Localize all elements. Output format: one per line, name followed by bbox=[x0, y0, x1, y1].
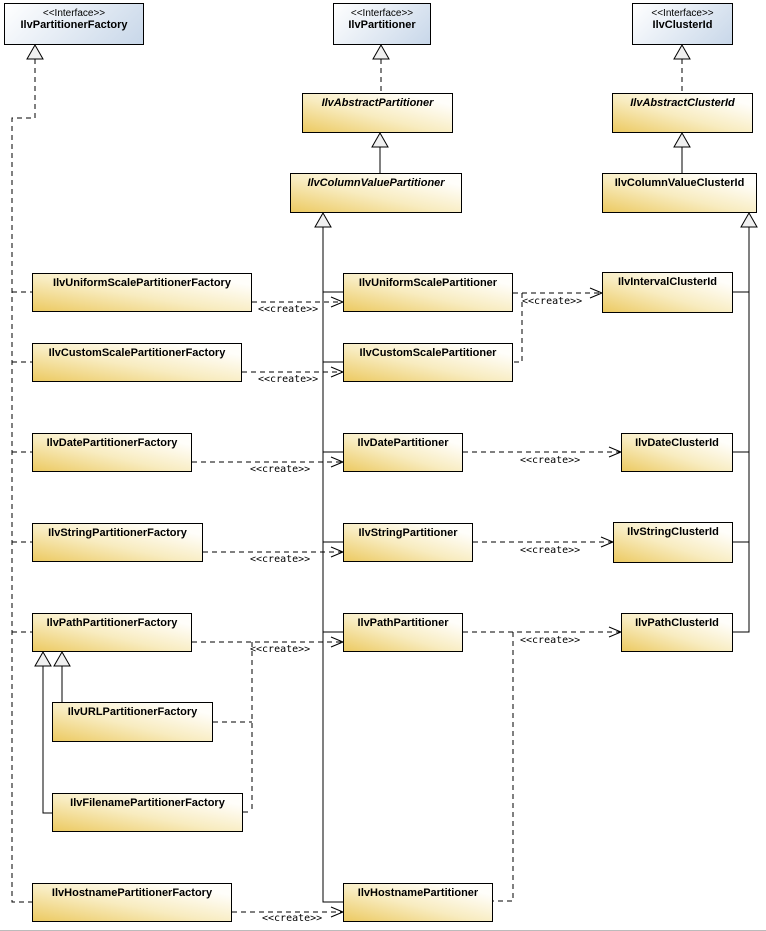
class-ilv-date-clusterid: IlvDateClusterId bbox=[621, 433, 733, 472]
realization-abstract-clusterid-edge bbox=[673, 43, 691, 93]
class-ilv-path-partitioner: IlvPathPartitioner bbox=[343, 613, 463, 652]
class-name: IlvColumnValuePartitioner bbox=[307, 177, 445, 189]
class-name: IlvColumnValueClusterId bbox=[614, 177, 745, 189]
class-ilv-path-clusterid: IlvPathClusterId bbox=[621, 613, 733, 652]
generalization-column-value-partitioner-edge bbox=[371, 131, 389, 173]
class-name: IlvStringPartitionerFactory bbox=[48, 527, 187, 539]
create-factory-edges bbox=[192, 301, 343, 913]
class-name: IlvUniformScalePartitionerFactory bbox=[53, 277, 231, 289]
create-factory-arrowheads bbox=[330, 296, 345, 918]
class-name: IlvCustomScalePartitionerFactory bbox=[48, 347, 226, 359]
realization-abstract-partitioner-edge bbox=[372, 43, 390, 93]
generalization-partitioners-trunk-edge bbox=[314, 211, 343, 903]
class-ilv-date-partitioner-factory: IlvDatePartitionerFactory bbox=[32, 433, 192, 472]
class-ilv-custom-scale-partitioner-factory: IlvCustomScalePartitionerFactory bbox=[32, 343, 242, 382]
class-ilv-custom-scale-partitioner: IlvCustomScalePartitioner bbox=[343, 343, 513, 382]
class-ilv-column-value-partitioner: IlvColumnValuePartitioner bbox=[290, 173, 462, 213]
class-ilv-string-clusterid: IlvStringClusterId bbox=[613, 522, 733, 563]
class-ilv-date-partitioner: IlvDatePartitioner bbox=[343, 433, 463, 472]
class-name: IlvURLPartitionerFactory bbox=[67, 706, 198, 718]
class-name: IlvPartitioner bbox=[348, 19, 416, 31]
class-name: IlvPartitionerFactory bbox=[20, 19, 128, 31]
class-ilv-string-partitioner: IlvStringPartitioner bbox=[343, 523, 473, 562]
class-name: IlvPathClusterId bbox=[635, 617, 719, 629]
create-label: <<create>> bbox=[522, 296, 583, 307]
class-name: IlvDatePartitioner bbox=[357, 437, 449, 449]
class-name: IlvDateClusterId bbox=[635, 437, 719, 449]
class-ilv-hostname-partitioner-factory: IlvHostnamePartitionerFactory bbox=[32, 883, 232, 922]
class-name: IlvIntervalClusterId bbox=[617, 276, 718, 288]
realization-factories-edge bbox=[11, 43, 44, 903]
class-name: IlvAbstractPartitioner bbox=[321, 97, 434, 109]
class-ilv-interval-clusterid: IlvIntervalClusterId bbox=[602, 272, 733, 313]
class-name: IlvHostnamePartitionerFactory bbox=[51, 887, 213, 899]
create-label: <<create>> bbox=[250, 464, 311, 475]
create-label: <<create>> bbox=[250, 644, 311, 655]
class-ilv-string-partitioner-factory: IlvStringPartitionerFactory bbox=[32, 523, 203, 562]
create-label: <<create>> bbox=[250, 554, 311, 565]
interface-ilv-partitioner: <<Interface>> IlvPartitioner bbox=[333, 3, 431, 45]
create-label: <<create>> bbox=[258, 304, 319, 315]
class-name: IlvStringPartitioner bbox=[358, 527, 458, 539]
class-name: IlvStringClusterId bbox=[627, 526, 719, 538]
create-label: <<create>> bbox=[520, 635, 581, 646]
class-name: IlvPathPartitionerFactory bbox=[46, 617, 178, 629]
class-name: IlvUniformScalePartitioner bbox=[358, 277, 498, 289]
class-name: IlvFilenamePartitionerFactory bbox=[70, 797, 225, 809]
create-clusterid-edges bbox=[463, 292, 621, 902]
class-name: IlvCustomScalePartitioner bbox=[359, 347, 497, 359]
interface-stereotype: <<Interface>> bbox=[651, 8, 714, 19]
class-name: IlvDatePartitionerFactory bbox=[46, 437, 178, 449]
class-ilv-filename-partitioner-factory: IlvFilenamePartitionerFactory bbox=[52, 793, 243, 832]
class-name: IlvClusterId bbox=[652, 19, 713, 31]
class-ilv-abstract-clusterid: IlvAbstractClusterId bbox=[612, 93, 753, 133]
create-clusterid-arrowheads bbox=[589, 287, 623, 638]
create-label: <<create>> bbox=[520, 455, 581, 466]
create-label: <<create>> bbox=[258, 374, 319, 385]
create-label: <<create>> bbox=[520, 545, 581, 556]
class-ilv-hostname-partitioner: IlvHostnamePartitioner bbox=[343, 883, 493, 922]
class-ilv-url-partitioner-factory: IlvURLPartitionerFactory bbox=[52, 702, 213, 742]
class-name: IlvHostnamePartitioner bbox=[357, 887, 479, 899]
class-ilv-path-partitioner-factory: IlvPathPartitionerFactory bbox=[32, 613, 192, 652]
generalization-url-factory-edge bbox=[53, 650, 71, 702]
interface-stereotype: <<Interface>> bbox=[42, 8, 106, 19]
generalization-clusterids-trunk-edge bbox=[733, 211, 758, 633]
class-ilv-abstract-partitioner: IlvAbstractPartitioner bbox=[302, 93, 453, 133]
interface-ilv-clusterid: <<Interface>> IlvClusterId bbox=[632, 3, 733, 45]
class-ilv-uniform-scale-partitioner: IlvUniformScalePartitioner bbox=[343, 273, 513, 312]
interface-stereotype: <<Interface>> bbox=[350, 8, 414, 19]
generalization-filename-factory-edge bbox=[34, 650, 52, 814]
class-ilv-column-value-clusterid: IlvColumnValueClusterId bbox=[602, 173, 757, 213]
generalization-column-value-clusterid-edge bbox=[673, 131, 691, 173]
create-label: <<create>> bbox=[262, 913, 323, 924]
class-name: IlvAbstractClusterId bbox=[630, 97, 735, 109]
class-ilv-uniform-scale-partitioner-factory: IlvUniformScalePartitionerFactory bbox=[32, 273, 252, 312]
interface-ilv-partitioner-factory: <<Interface>> IlvPartitionerFactory bbox=[4, 3, 144, 45]
class-name: IlvPathPartitioner bbox=[357, 617, 449, 629]
